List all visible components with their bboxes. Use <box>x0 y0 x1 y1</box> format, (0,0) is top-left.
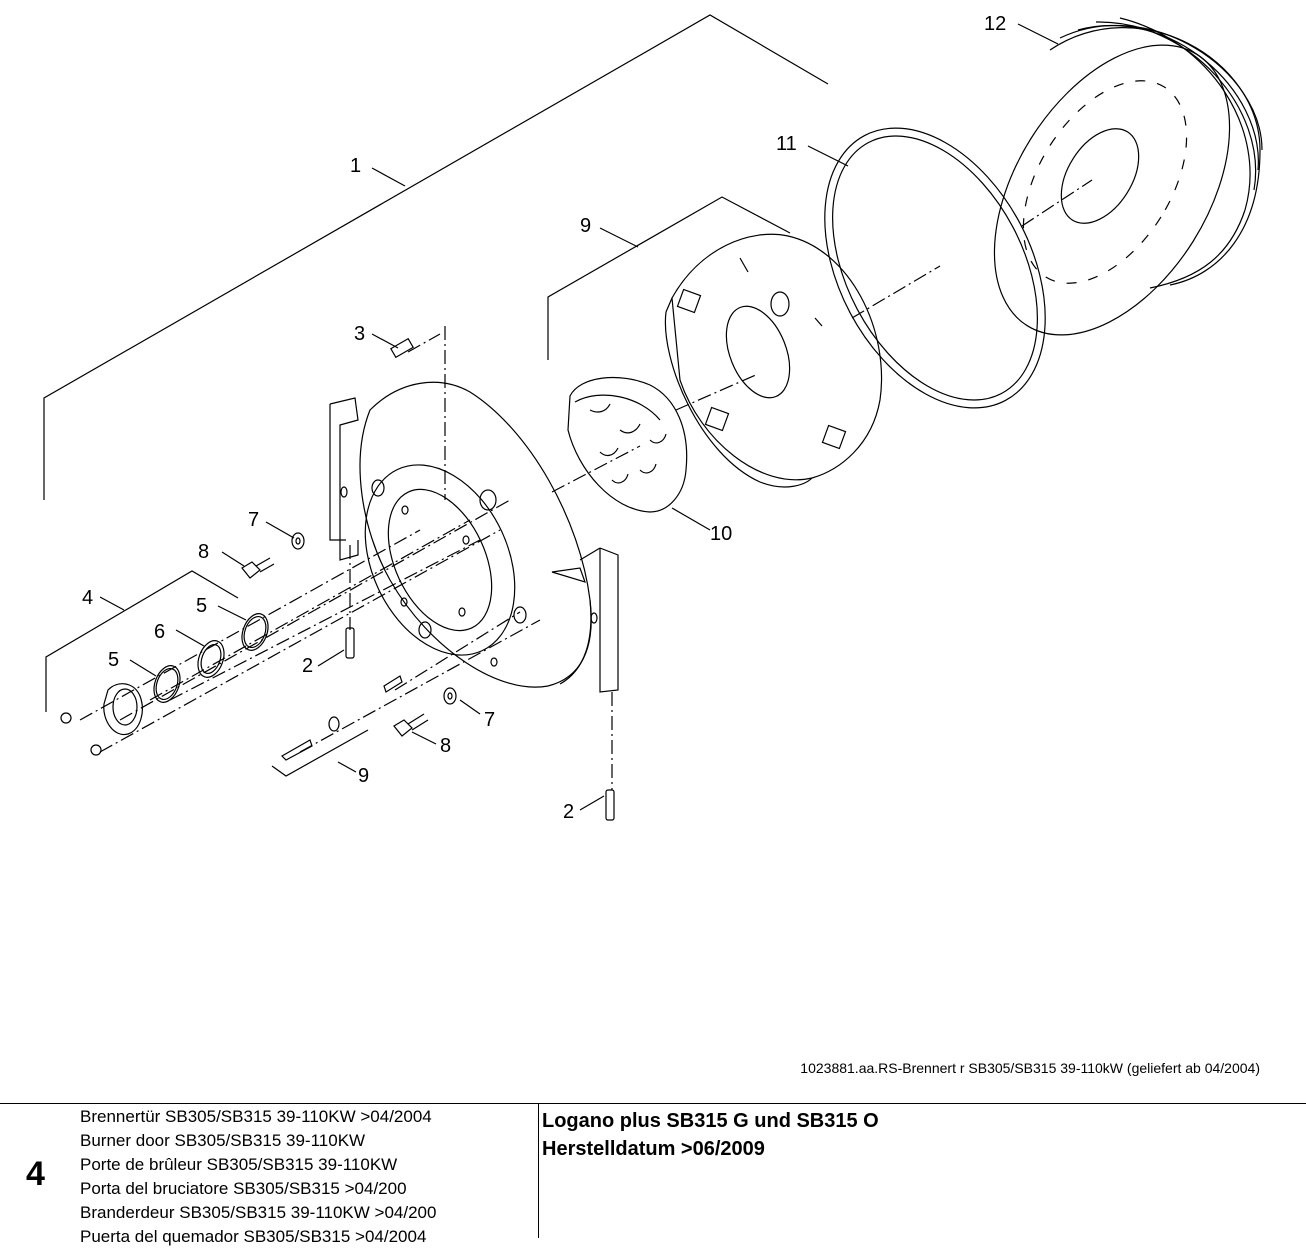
callout-12: 12 <box>984 13 1006 35</box>
callout-2-upper: 2 <box>302 655 313 677</box>
description-it: Porta del bruciatore SB305/SB315 >04/200 <box>80 1179 407 1198</box>
callout-5-rear: 5 <box>196 595 207 617</box>
centre-lines <box>79 326 613 790</box>
group-bracket-4 <box>45 570 239 712</box>
callout-9-screws: 9 <box>358 765 369 787</box>
burner-door-plate <box>329 381 619 693</box>
insulation-block <box>551 376 688 513</box>
description-de: Brennertür SB305/SB315 39-110KW >04/2004 <box>80 1107 432 1126</box>
leader-lines <box>129 23 1059 811</box>
description-nl: Branderdeur SB305/SB315 39-110KW >04/200 <box>80 1203 437 1222</box>
group-bracket-9 <box>547 196 791 360</box>
callout-8-lower: 8 <box>440 735 451 757</box>
callout-5-front: 5 <box>108 649 119 671</box>
callout-1: 1 <box>350 155 361 177</box>
screw-set <box>281 675 403 761</box>
o-ring-rear <box>241 613 269 651</box>
exploded-parts-diagram: 1 2 2 3 4 5 5 6 7 7 8 8 9 9 10 11 12 <box>43 13 1263 823</box>
callout-6: 6 <box>154 621 165 643</box>
seal-ring <box>824 127 1046 409</box>
group-bracket-1 <box>43 14 829 500</box>
washer-upper <box>291 532 305 550</box>
o-ring-front <box>153 665 181 703</box>
callout-8-upper: 8 <box>198 541 209 563</box>
callout-9-ring: 9 <box>580 215 591 237</box>
description-fr: Porte de brûleur SB305/SB315 39-110KW <box>80 1155 398 1174</box>
washer-lower <box>443 687 457 705</box>
product-title: Logano plus SB315 G und SB315 O <box>542 1110 879 1132</box>
fitting <box>390 337 414 359</box>
callout-10: 10 <box>710 523 732 545</box>
part-description-list: Brennertür SB305/SB315 39-110KW >04/2004… <box>80 1105 436 1249</box>
insulation-ring <box>664 233 882 488</box>
flange-assembly <box>60 683 143 756</box>
footer-column-divider <box>538 1103 539 1238</box>
drawing-caption: 1023881.aa.RS-Brennert r SB305/SB315 39-… <box>800 1060 1260 1076</box>
pin-lower <box>605 789 615 821</box>
manufacture-date: Herstelldatum >06/2009 <box>542 1138 765 1160</box>
callout-labels: 1 2 2 3 4 5 5 6 7 7 8 8 9 9 10 11 12 <box>82 13 1006 823</box>
callout-4: 4 <box>82 587 93 609</box>
bolt-upper <box>241 557 275 579</box>
insulation-disc-stack <box>993 17 1263 336</box>
section-number: 4 <box>26 1155 45 1193</box>
pin-upper <box>345 627 355 659</box>
sleeve <box>197 640 225 678</box>
bolt-lower <box>393 713 429 737</box>
footer-divider <box>0 1103 1306 1104</box>
product-title-block: Logano plus SB315 G und SB315 O Herstell… <box>542 1107 879 1163</box>
callout-11: 11 <box>776 133 797 155</box>
group-bracket-9-screws <box>271 729 369 777</box>
callout-3: 3 <box>354 323 365 345</box>
description-es: Puerta del quemador SB305/SB315 >04/2004 <box>80 1227 427 1246</box>
callout-7-upper: 7 <box>248 509 259 531</box>
callout-2-lower: 2 <box>563 801 574 823</box>
callout-7-lower: 7 <box>484 709 495 731</box>
description-en: Burner door SB305/SB315 39-110KW <box>80 1131 366 1150</box>
